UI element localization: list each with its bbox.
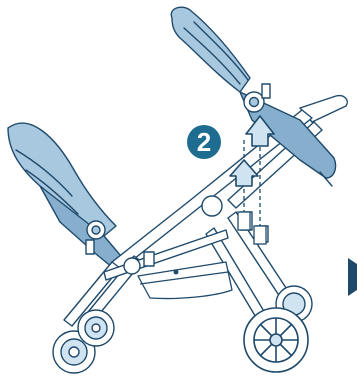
step-badge: 2 bbox=[187, 125, 221, 159]
frame-joint-2 bbox=[124, 258, 140, 274]
frame-joint-1 bbox=[202, 196, 222, 216]
rear-wheel-mid bbox=[78, 310, 114, 346]
frame-latch-3 bbox=[144, 252, 154, 266]
front-seat-clip bbox=[262, 84, 270, 98]
front-seat-hub-center bbox=[250, 98, 259, 107]
rear-seat-clip bbox=[86, 240, 94, 254]
mount-post-left bbox=[238, 212, 250, 230]
basket-rivet bbox=[174, 270, 178, 274]
next-step-marker-icon bbox=[348, 258, 357, 296]
mount-post-right bbox=[254, 226, 266, 244]
basket-body bbox=[138, 262, 232, 299]
front-wheel-large bbox=[244, 308, 308, 372]
step-number: 2 bbox=[197, 127, 211, 157]
rear-seat bbox=[8, 123, 126, 272]
rear-seat-hub-center bbox=[92, 226, 100, 234]
front-seat-canopy bbox=[171, 7, 250, 92]
shopping-basket bbox=[138, 262, 232, 299]
